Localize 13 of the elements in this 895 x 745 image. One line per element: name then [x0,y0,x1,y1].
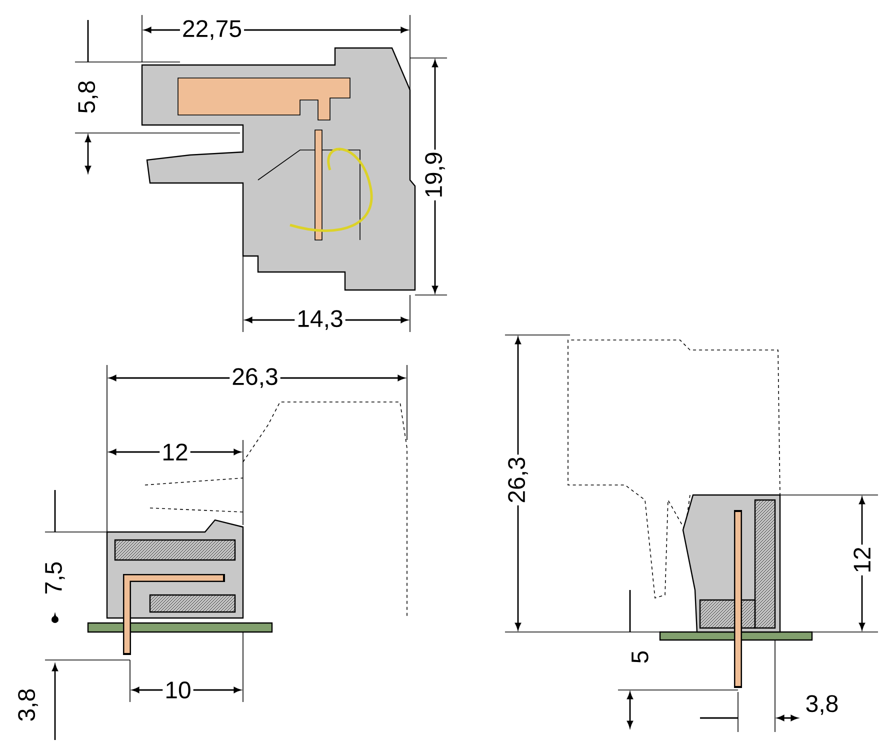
dimension-label: 12 [160,442,190,462]
dimension-label: 3,8 [16,686,40,724]
dimension-label: 12 [852,544,872,576]
dimension-label: 19,9 [423,150,447,200]
dimension-label: 3,8 [803,693,841,717]
dimension-label: 26,3 [230,366,280,390]
dimension-label: 26,3 [506,454,530,506]
dimension-label: 14,3 [294,308,346,332]
dimension-label: 22,75 [180,18,244,42]
dimension-label: 5,8 [76,78,100,116]
dimension-label: 10 [162,680,194,700]
dimension-label: 5 [630,648,650,666]
dimension-label: 7,5 [43,559,67,597]
